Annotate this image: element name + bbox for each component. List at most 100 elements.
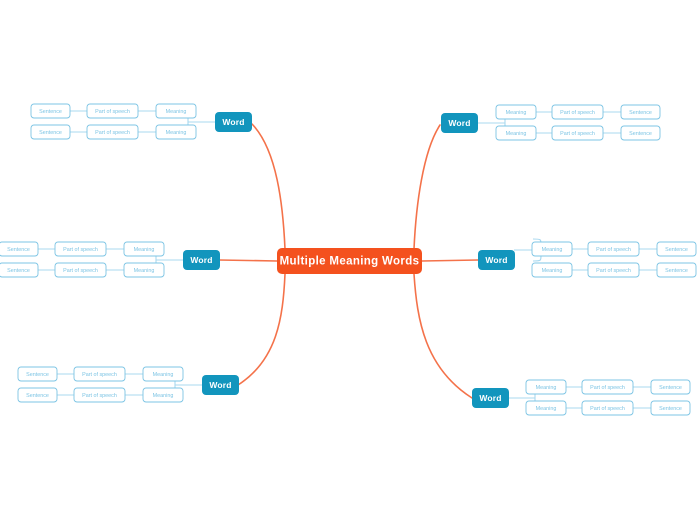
leaf-box[interactable] (531, 241, 573, 257)
leaf-top-left-r1-c3[interactable]: Meaning (155, 103, 197, 119)
leaf-box[interactable] (123, 241, 165, 257)
leaf-box[interactable] (0, 241, 39, 257)
leaf-box[interactable] (142, 366, 184, 382)
leaf-box[interactable] (54, 262, 107, 278)
leaf-box[interactable] (656, 262, 697, 278)
leaf-mid-left-r2-c1[interactable]: Sentence (0, 262, 39, 278)
leaf-box[interactable] (525, 400, 567, 416)
leaf-box[interactable] (155, 124, 197, 140)
leaf-bottom-right-r1-c2[interactable]: Part of speech (581, 379, 634, 395)
leaf-mid-right-r1-c3[interactable]: Sentence (656, 241, 697, 257)
leaf-mid-right-r2-c1[interactable]: Meaning (531, 262, 573, 278)
word-node-mid-left[interactable]: Word (183, 250, 220, 270)
leaf-box[interactable] (17, 366, 58, 382)
trunk-top-left (251, 123, 286, 250)
leaf-label: Meaning (134, 247, 155, 253)
leaf-mid-right-r1-c2[interactable]: Part of speech (587, 241, 640, 257)
leaf-box[interactable] (0, 262, 39, 278)
leaf-box[interactable] (86, 124, 139, 140)
leaf-box[interactable] (531, 262, 573, 278)
leaf-top-right-r1-c1[interactable]: Meaning (495, 104, 537, 120)
leaf-box[interactable] (495, 104, 537, 120)
leaf-box[interactable] (525, 379, 567, 395)
leaf-bottom-right-r2-c1[interactable]: Meaning (525, 400, 567, 416)
leaf-box[interactable] (587, 262, 640, 278)
leaf-bottom-left-r1-c1[interactable]: Sentence (17, 366, 58, 382)
leaf-box[interactable] (30, 124, 71, 140)
leaf-top-left-r1-c1[interactable]: Sentence (30, 103, 71, 119)
leaf-label: Sentence (39, 130, 62, 136)
leaf-box[interactable] (620, 104, 661, 120)
leaf-bottom-left-r2-c2[interactable]: Part of speech (73, 387, 126, 403)
leaf-mid-left-r1-c3[interactable]: Meaning (123, 241, 165, 257)
word-node-bottom-left[interactable]: Word (202, 375, 239, 395)
leaf-mid-left-r2-c3[interactable]: Meaning (123, 262, 165, 278)
leaf-box[interactable] (86, 103, 139, 119)
leaf-bottom-right-r2-c2[interactable]: Part of speech (581, 400, 634, 416)
leaf-top-right-r1-c3[interactable]: Sentence (620, 104, 661, 120)
leaf-bottom-right-r1-c3[interactable]: Sentence (650, 379, 691, 395)
leaf-mid-left-r2-c2[interactable]: Part of speech (54, 262, 107, 278)
leaf-label: Sentence (39, 109, 62, 115)
leaf-bottom-right-r2-c3[interactable]: Sentence (650, 400, 691, 416)
leaf-box[interactable] (650, 379, 691, 395)
leaf-top-left-r2-c1[interactable]: Sentence (30, 124, 71, 140)
leaf-box[interactable] (123, 262, 165, 278)
word-node-box[interactable] (183, 250, 220, 270)
leaf-mid-left-r1-c1[interactable]: Sentence (0, 241, 39, 257)
leaf-bottom-left-r2-c3[interactable]: Meaning (142, 387, 184, 403)
word-node-bottom-right[interactable]: Word (472, 388, 509, 408)
word-node-top-left[interactable]: Word (215, 112, 252, 132)
leaf-box[interactable] (551, 125, 604, 141)
leaf-box[interactable] (17, 387, 58, 403)
leaf-box[interactable] (581, 379, 634, 395)
word-node-top-right[interactable]: Word (441, 113, 478, 133)
leaf-box[interactable] (155, 103, 197, 119)
leaf-top-right-r2-c2[interactable]: Part of speech (551, 125, 604, 141)
leaf-mid-right-r1-c1[interactable]: Meaning (531, 241, 573, 257)
leaf-label: Part of speech (596, 247, 631, 253)
word-node-box[interactable] (441, 113, 478, 133)
leaf-bottom-right-r1-c1[interactable]: Meaning (525, 379, 567, 395)
leaf-top-left-r2-c2[interactable]: Part of speech (86, 124, 139, 140)
leaf-box[interactable] (30, 103, 71, 119)
leaf-mid-right-r2-c2[interactable]: Part of speech (587, 262, 640, 278)
leaf-label: Meaning (542, 247, 563, 253)
leaf-top-right-r2-c3[interactable]: Sentence (620, 125, 661, 141)
branch-bottom-right: Word Meaning Part of speech Sentence Mea… (472, 379, 691, 416)
leaf-box[interactable] (650, 400, 691, 416)
branch-bottom-left: Word Sentence Part of speech Meaning Sen… (17, 366, 239, 403)
leaf-top-left-r1-c2[interactable]: Part of speech (86, 103, 139, 119)
leaf-box[interactable] (620, 125, 661, 141)
word-node-box[interactable] (215, 112, 252, 132)
leaf-top-right-r1-c2[interactable]: Part of speech (551, 104, 604, 120)
leaf-box[interactable] (54, 241, 107, 257)
leaf-mid-left-r1-c2[interactable]: Part of speech (54, 241, 107, 257)
leaf-box[interactable] (495, 125, 537, 141)
word-node-box[interactable] (202, 375, 239, 395)
leaf-box[interactable] (656, 241, 697, 257)
leaf-box[interactable] (73, 387, 126, 403)
leaf-label: Meaning (506, 110, 527, 116)
leaf-label: Sentence (659, 406, 682, 412)
branch-mid-right: Word Meaning Part of speech Sentence Mea… (478, 238, 697, 278)
leaf-label: Sentence (629, 131, 652, 137)
leaf-box[interactable] (142, 387, 184, 403)
leaf-box[interactable] (73, 366, 126, 382)
word-node-mid-right[interactable]: Word (478, 250, 515, 270)
leaf-top-left-r2-c3[interactable]: Meaning (155, 124, 197, 140)
word-node-box[interactable] (472, 388, 509, 408)
leaf-box[interactable] (587, 241, 640, 257)
center-node-box[interactable] (277, 248, 422, 274)
leaf-top-right-r2-c1[interactable]: Meaning (495, 125, 537, 141)
word-node-box[interactable] (478, 250, 515, 270)
leaf-bottom-left-r1-c2[interactable]: Part of speech (73, 366, 126, 382)
trunk-top-right (413, 124, 441, 250)
leaf-bottom-left-r1-c3[interactable]: Meaning (142, 366, 184, 382)
leaf-mid-right-r2-c3[interactable]: Sentence (656, 262, 697, 278)
leaf-box[interactable] (551, 104, 604, 120)
leaf-bottom-left-r2-c1[interactable]: Sentence (17, 387, 58, 403)
leaf-box[interactable] (581, 400, 634, 416)
center-node[interactable]: Multiple Meaning Words (277, 248, 422, 274)
